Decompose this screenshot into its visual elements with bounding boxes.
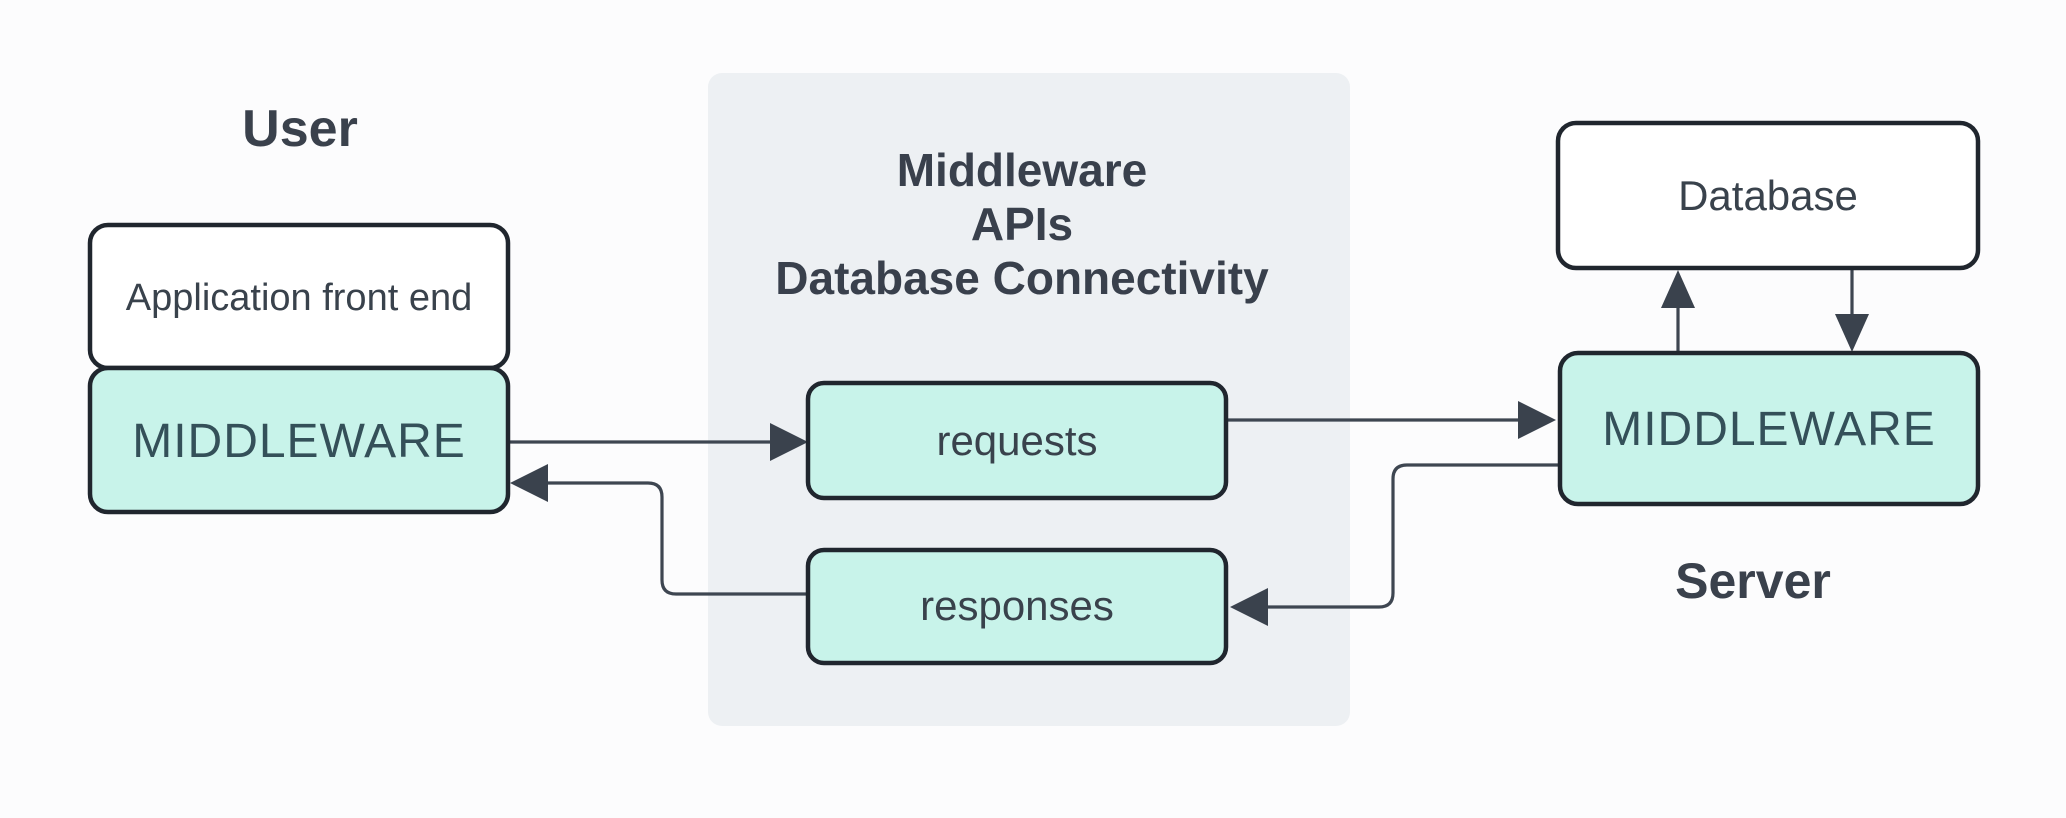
- edge-user-middleware-to-requests: [508, 423, 808, 461]
- middleware-server-box: [1557, 350, 1981, 507]
- panel-title-line-3: Database Connectivity: [775, 252, 1269, 304]
- panel-title-line-2: APIs: [971, 198, 1073, 250]
- responses-box: [805, 547, 1229, 666]
- arrowhead-left-icon: [1230, 588, 1268, 626]
- arrowhead-left-icon: [510, 464, 548, 502]
- database-box: [1555, 120, 1981, 271]
- database-label: Database: [1678, 172, 1858, 219]
- node-requests: requests: [805, 380, 1229, 501]
- middleware-user-label: MIDDLEWARE: [132, 415, 466, 468]
- node-middleware-user: MIDDLEWARE: [87, 365, 511, 515]
- node-middleware-server: MIDDLEWARE: [1557, 350, 1981, 507]
- arrowhead-right-icon: [770, 423, 808, 461]
- arrowhead-up-icon: [1661, 270, 1695, 308]
- application-front-end-label: Application front end: [126, 277, 472, 319]
- node-responses: responses: [805, 547, 1229, 666]
- edge-line: [546, 481, 808, 596]
- arrowhead-down-icon: [1835, 314, 1869, 352]
- requests-box: [805, 380, 1229, 501]
- edge-database-to-server-middleware: [1835, 268, 1869, 352]
- node-database: Database: [1555, 120, 1981, 271]
- panel-title-line-1: Middleware: [897, 144, 1148, 196]
- arrowhead-right-icon: [1518, 401, 1556, 439]
- user-group-label: User: [242, 100, 358, 158]
- edge-server-middleware-to-database: [1661, 270, 1695, 353]
- responses-label: responses: [920, 582, 1114, 629]
- edge-line: [1266, 463, 1560, 609]
- middleware-user-box: [87, 365, 511, 515]
- server-group-label: Server: [1675, 553, 1831, 609]
- edge-server-middleware-to-responses: [1230, 463, 1560, 626]
- edge-requests-to-server-middleware: [1226, 401, 1556, 439]
- middleware-server-label: MIDDLEWARE: [1602, 403, 1936, 456]
- requests-label: requests: [936, 417, 1097, 464]
- edge-responses-to-user-middleware: [510, 464, 808, 596]
- node-application-front-end: Application front end: [87, 222, 511, 371]
